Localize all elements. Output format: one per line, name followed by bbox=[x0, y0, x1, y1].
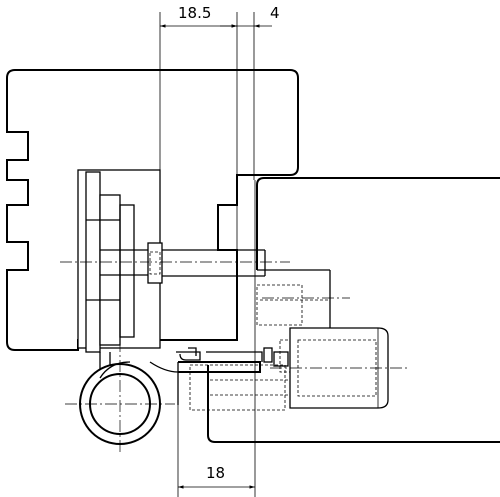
dimension-label-4: 4 bbox=[270, 4, 280, 22]
dimension-bottom: 18 bbox=[177, 180, 256, 497]
dimension-label-18: 18 bbox=[206, 464, 225, 482]
frame-hinge-body bbox=[77, 169, 266, 353]
frame-profile bbox=[6, 69, 299, 351]
door-leaf bbox=[177, 177, 500, 443]
center-lines bbox=[60, 261, 410, 455]
dimension-top: 18.5 4 bbox=[159, 4, 280, 300]
dimension-label-18-5: 18.5 bbox=[178, 4, 211, 22]
